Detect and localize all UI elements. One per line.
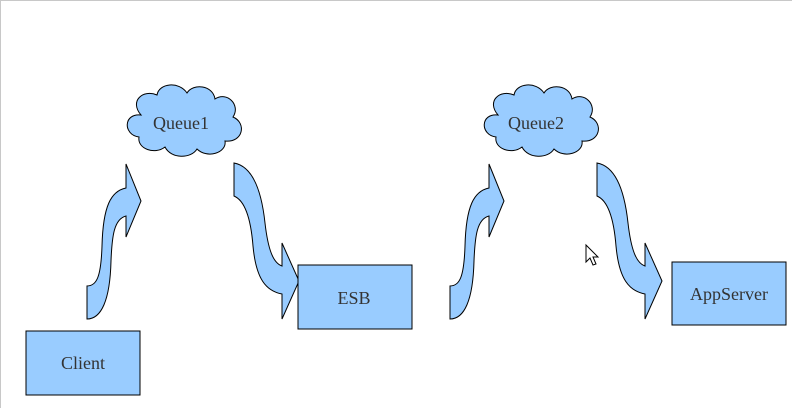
appserver-label: AppServer [690, 284, 768, 304]
appserver-node[interactable]: AppServer [671, 261, 787, 326]
mouse-pointer-icon [585, 243, 600, 266]
queue2-label: Queue2 [508, 113, 564, 133]
client-node[interactable]: Client [25, 330, 141, 396]
queue1-node[interactable]: Queue1 [126, 84, 242, 157]
arrow-esb-to-queue2[interactable] [449, 163, 505, 320]
esb-label: ESB [337, 288, 370, 308]
arrow-client-to-queue1[interactable] [86, 163, 142, 320]
arrow-queue2-to-appserver[interactable] [596, 162, 663, 320]
queue1-label: Queue1 [153, 113, 209, 133]
esb-node[interactable]: ESB [297, 264, 413, 330]
queue2-node[interactable]: Queue2 [483, 84, 599, 157]
client-label: Client [61, 353, 105, 373]
arrow-queue1-to-esb[interactable] [233, 162, 300, 320]
